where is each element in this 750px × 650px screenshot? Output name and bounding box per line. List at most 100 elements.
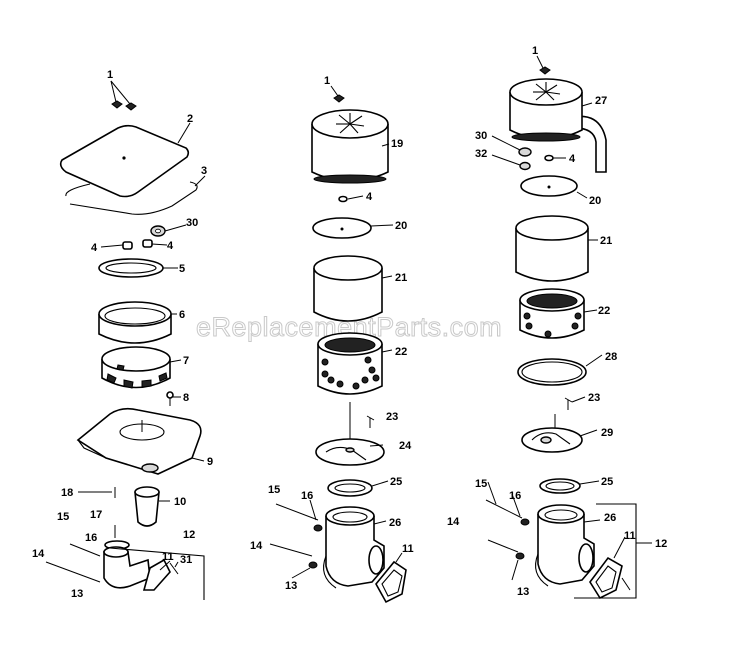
part-screw-23 xyxy=(366,415,375,428)
right-callout-labels: 1 27 30 32 4 20 21 22 28 23 29 15 16 25 … xyxy=(447,45,667,598)
left-leader-lines xyxy=(78,80,206,571)
callout-r-11: 11 xyxy=(624,530,636,542)
callout-r-13: 13 xyxy=(517,586,529,598)
callout-3: 3 xyxy=(201,165,207,177)
part-screw-12-r xyxy=(621,577,631,591)
callout-6: 6 xyxy=(179,309,185,321)
part-precleaner-22 xyxy=(317,332,383,395)
callout-8: 8 xyxy=(183,392,189,404)
part-nut-16-r xyxy=(520,518,530,526)
callout-mid-23: 23 xyxy=(386,411,398,423)
callout-r-25: 25 xyxy=(601,476,613,488)
part-wing-nut-r xyxy=(539,66,551,75)
part-washer xyxy=(338,195,348,203)
part-element-21 xyxy=(313,255,383,322)
part-gasket-25 xyxy=(327,479,373,497)
callout-r-26: 26 xyxy=(604,512,616,524)
part-bolt-14-r xyxy=(487,539,519,553)
callout-4b: 4 xyxy=(167,240,174,252)
callout-29: 29 xyxy=(601,427,613,439)
callout-18: 18 xyxy=(61,487,73,499)
callout-mid-20: 20 xyxy=(395,220,407,232)
part-bolt-15-r xyxy=(485,499,523,519)
callout-mid-25: 25 xyxy=(390,476,402,488)
part-ring-28 xyxy=(517,358,587,386)
callout-4a: 4 xyxy=(91,242,98,254)
callout-mid-15: 15 xyxy=(268,484,280,496)
callout-r-4: 4 xyxy=(569,153,576,165)
part-gasket-25-r xyxy=(539,478,581,494)
part-precleaner xyxy=(101,346,171,389)
part-filter-element xyxy=(98,301,172,344)
part-nut-30-r xyxy=(518,147,532,157)
part-elbow-26 xyxy=(323,506,385,589)
right-leader-lines xyxy=(487,102,626,581)
right-assembly: 1 27 30 32 4 20 21 22 28 23 29 15 16 25 … xyxy=(447,45,667,600)
callout-2: 2 xyxy=(187,113,193,125)
callout-r-30: 30 xyxy=(475,130,487,142)
callout-10: 10 xyxy=(174,496,186,508)
part-spacers xyxy=(122,239,153,250)
callout-24: 24 xyxy=(399,440,412,452)
part-screw xyxy=(166,391,174,406)
part-tube xyxy=(134,486,160,527)
callout-28: 28 xyxy=(605,351,617,363)
part-screw-23-r xyxy=(564,397,573,410)
part-bolt-14 xyxy=(45,561,101,583)
part-base xyxy=(76,407,202,475)
callout-mid-4: 4 xyxy=(366,191,373,203)
left-assembly: 1 2 3 30 4 4 5 6 7 8 9 18 10 17 15 16 12… xyxy=(32,69,213,600)
middle-leader-lines xyxy=(291,143,403,579)
callout-15: 15 xyxy=(57,511,69,523)
callout-14: 14 xyxy=(32,548,45,560)
callout-mid-16: 16 xyxy=(301,490,313,502)
part-nut-16 xyxy=(313,524,323,532)
callout-r-21: 21 xyxy=(600,235,612,247)
part-bolt-14-mid xyxy=(269,543,313,557)
middle-assembly: 1 19 4 20 21 22 23 24 25 15 16 26 14 11 … xyxy=(250,75,414,604)
callout-mid-14: 14 xyxy=(250,540,263,552)
part-plate-20 xyxy=(312,217,372,239)
callout-mid-22: 22 xyxy=(395,346,407,358)
left-callout-labels: 1 2 3 30 4 4 5 6 7 8 9 18 10 17 15 16 12… xyxy=(32,69,213,600)
part-nut-13-r xyxy=(515,552,525,560)
callout-r-16: 16 xyxy=(509,490,521,502)
callout-r-14: 14 xyxy=(447,516,460,528)
part-washer-r xyxy=(544,154,554,162)
callout-27: 27 xyxy=(595,95,607,107)
callout-31: 31 xyxy=(180,554,192,566)
part-wing-nut xyxy=(333,94,345,103)
part-wing-nuts xyxy=(111,100,137,111)
part-base-plate-24 xyxy=(315,402,385,466)
callout-32: 32 xyxy=(475,148,487,160)
callout-1: 1 xyxy=(107,69,113,81)
callout-7: 7 xyxy=(183,355,189,367)
callout-5: 5 xyxy=(179,263,185,275)
callout-bracket-12 xyxy=(109,547,205,600)
part-gasket xyxy=(65,181,198,215)
callout-r-1: 1 xyxy=(532,45,538,57)
part-base-29 xyxy=(521,414,583,453)
callout-mid-21: 21 xyxy=(395,272,407,284)
callout-17: 17 xyxy=(90,509,102,521)
part-precleaner-22-r xyxy=(519,288,585,339)
part-elbow xyxy=(103,546,151,589)
callout-12: 12 xyxy=(183,529,195,541)
middle-callout-labels: 1 19 4 20 21 22 23 24 25 15 16 26 14 11 … xyxy=(250,75,414,592)
callout-r-12: 12 xyxy=(655,538,667,550)
part-nut-32 xyxy=(519,161,531,171)
callout-r-15: 15 xyxy=(475,478,487,490)
callout-r-23: 23 xyxy=(588,392,600,404)
callout-9: 9 xyxy=(207,456,213,468)
part-bolt-15 xyxy=(69,543,101,557)
callout-16: 16 xyxy=(85,532,97,544)
part-ring xyxy=(98,258,164,278)
part-cover xyxy=(59,124,190,198)
part-nut-13 xyxy=(308,561,318,569)
callout-mid-26: 26 xyxy=(389,517,401,529)
callout-11: 11 xyxy=(162,551,174,563)
callout-bracket-12-r xyxy=(574,503,637,599)
part-plate-20-r xyxy=(520,175,578,197)
